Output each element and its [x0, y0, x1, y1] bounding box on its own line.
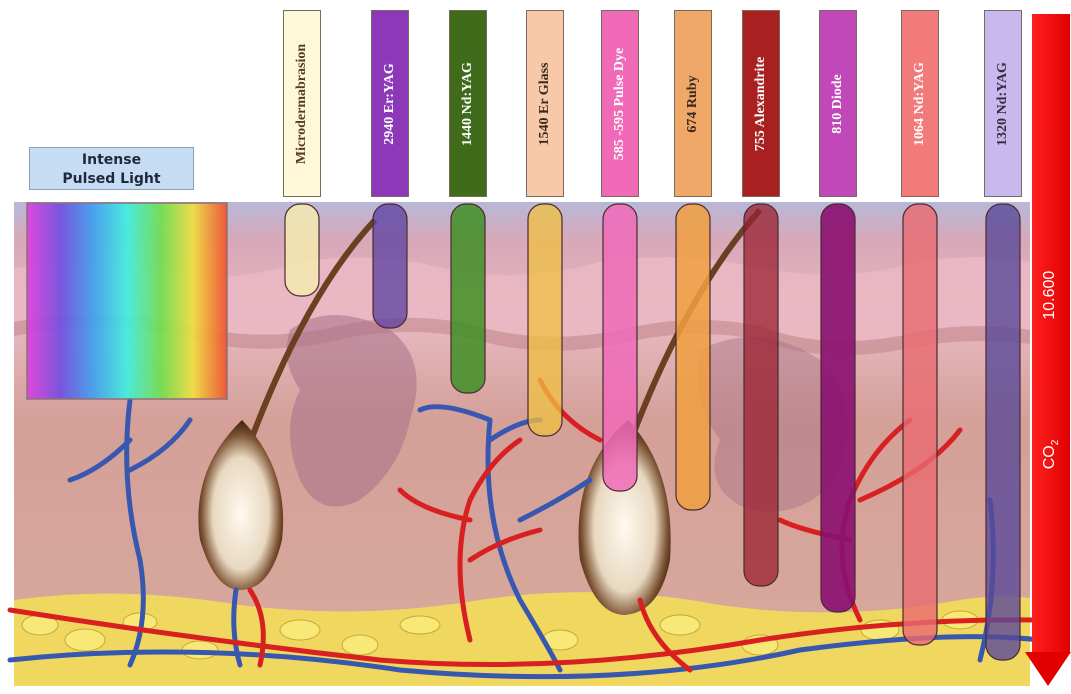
laser-label-text: 1320 Nd:YAG — [995, 62, 1011, 146]
laser-penetration-bar — [744, 204, 778, 586]
laser-label-text: 755 Alexandrite — [753, 56, 769, 151]
ipl-label-line2: Pulsed Light — [30, 170, 193, 189]
ipl-label-line1: Intense — [30, 151, 193, 170]
laser-label-box: 674 Ruby — [674, 10, 712, 197]
laser-penetration-bar — [373, 204, 407, 328]
laser-label-text: 674 Ruby — [685, 75, 701, 132]
laser-label-box: 1440 Nd:YAG — [449, 10, 487, 197]
laser-label-box: 2940 Er:YAG — [371, 10, 409, 197]
laser-penetration-bar — [451, 204, 485, 393]
laser-penetration-bar — [285, 204, 319, 296]
laser-penetration-bar — [676, 204, 710, 510]
laser-label-box: 810 Diode — [819, 10, 857, 197]
laser-label-box: 755 Alexandrite — [742, 10, 780, 197]
co2-wavelength: 10.600 — [1041, 271, 1058, 320]
laser-label-text: 1064 Nd:YAG — [912, 62, 928, 146]
laser-label-box: 1320 Nd:YAG — [984, 10, 1022, 197]
laser-label-text: 1440 Nd:YAG — [460, 62, 476, 146]
co2-subscript: 2 — [1050, 440, 1061, 446]
laser-label-box: 585 -595 Pulse Dye — [601, 10, 639, 197]
laser-label-box: 1540 Er Glass — [526, 10, 564, 197]
laser-label-box: 1064 Nd:YAG — [901, 10, 939, 197]
laser-penetration-bar — [821, 204, 855, 612]
laser-penetration-bar — [986, 204, 1020, 660]
laser-label-text: 2940 Er:YAG — [382, 63, 398, 145]
ipl-label: Intense Pulsed Light — [29, 147, 194, 190]
laser-label-text: 810 Diode — [830, 74, 846, 134]
laser-penetration-bar — [603, 204, 637, 491]
laser-label-box: Microdermabrasion — [283, 10, 321, 197]
laser-label-text: Microdermabrasion — [294, 43, 310, 163]
co2-label: CO2 10.600 — [1041, 271, 1061, 470]
laser-label-text: 585 -595 Pulse Dye — [612, 47, 628, 159]
laser-label-text: 1540 Er Glass — [537, 62, 553, 145]
co2-name: CO — [1041, 445, 1058, 469]
laser-penetration-bar — [903, 204, 937, 645]
laser-penetration-bar — [528, 204, 562, 436]
ipl-spectrum-block — [27, 203, 227, 399]
